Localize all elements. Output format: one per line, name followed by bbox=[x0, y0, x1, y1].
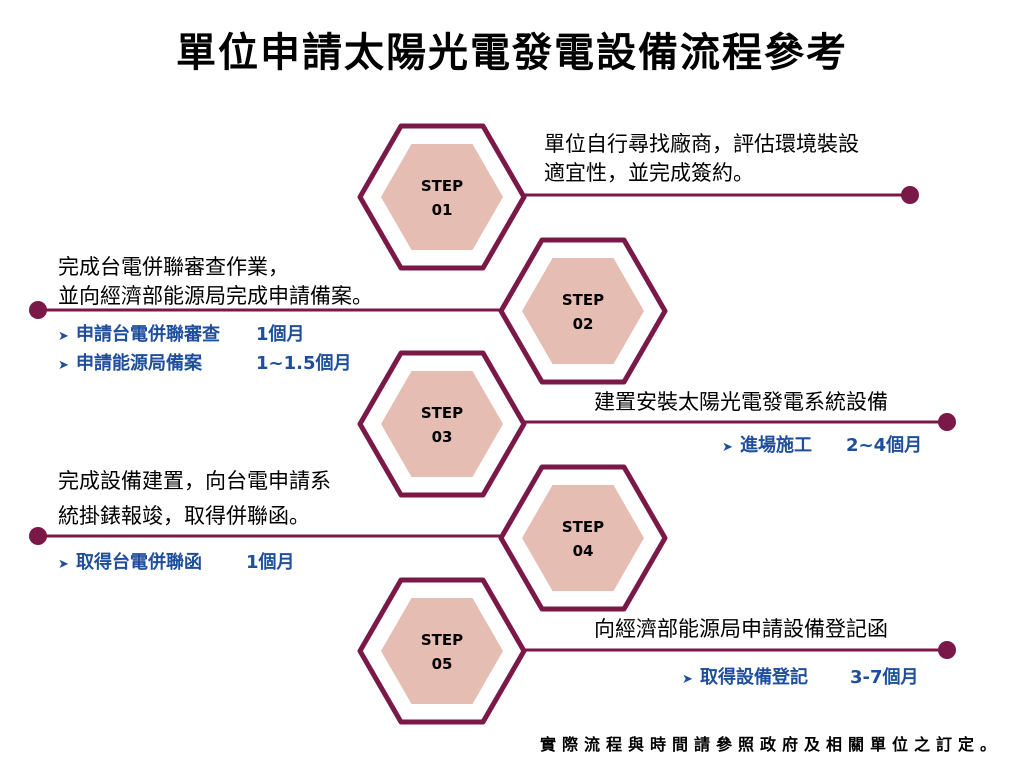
step-05-description: 向經濟部能源局申請設備登記函 bbox=[594, 615, 888, 644]
chevron-right-icon: ➤ bbox=[682, 672, 693, 687]
step-04-desc-line-2: 統掛錶報竣，取得併聯函。 bbox=[58, 504, 310, 528]
step-04-sub-1: ➤ 取得台電併聯函 1個月 bbox=[58, 549, 295, 579]
step-02-label-num: 02 bbox=[573, 315, 594, 333]
step-01-label-num: 01 bbox=[432, 201, 453, 219]
step-02-sub-1-text: 申請台電併聯審查 bbox=[76, 324, 220, 345]
step-02-hexagon: STEP 02 bbox=[498, 237, 668, 385]
step-04-hexagon: STEP 04 bbox=[498, 464, 668, 612]
step-01-dot bbox=[901, 186, 919, 204]
step-03-sub-1: ➤ 進場施工 2~4個月 bbox=[722, 432, 922, 462]
step-02-sub-2-text: 申請能源局備案 bbox=[76, 353, 202, 374]
step-05-sub-1-value: 3-7個月 bbox=[850, 667, 919, 688]
step-03-description: 建置安裝太陽光電發電系統設備 bbox=[594, 388, 888, 417]
step-01-label-top: STEP bbox=[421, 177, 463, 195]
step-03-sub-1-text: 進場施工 bbox=[740, 435, 812, 456]
step-02-sub-2-value: 1~1.5個月 bbox=[256, 353, 352, 374]
step-02-label-top: STEP bbox=[562, 291, 604, 309]
step-05-desc-line-1: 向經濟部能源局申請設備登記函 bbox=[594, 617, 888, 641]
chevron-right-icon: ➤ bbox=[722, 440, 733, 455]
step-03-desc-line-1: 建置安裝太陽光電發電系統設備 bbox=[594, 390, 888, 414]
step-04-desc-line-1: 完成設備建置，向台電申請系 bbox=[58, 469, 331, 493]
step-04-label-top: STEP bbox=[562, 518, 604, 536]
step-04-dot bbox=[29, 527, 47, 545]
step-02-description: 完成台電併聯審查作業， 並向經濟部能源局完成申請備案。 bbox=[58, 253, 373, 311]
step-03-label-num: 03 bbox=[432, 428, 453, 446]
step-01-desc-line-1: 單位自行尋找廠商，評估環境裝設 bbox=[544, 132, 859, 156]
step-02-desc-line-1: 完成台電併聯審查作業， bbox=[58, 255, 289, 279]
step-03-label-top: STEP bbox=[421, 404, 463, 422]
step-05-label-num: 05 bbox=[432, 655, 453, 673]
step-01-hexagon: STEP 01 bbox=[357, 123, 527, 271]
step-02-sub-1-value: 1個月 bbox=[256, 324, 305, 345]
step-04-label-num: 04 bbox=[573, 542, 594, 560]
step-05-dot bbox=[938, 641, 956, 659]
step-05-hexagon: STEP 05 bbox=[357, 577, 527, 725]
connector-lines bbox=[29, 186, 956, 659]
step-05-sub-1: ➤ 取得設備登記 3-7個月 bbox=[682, 664, 919, 694]
step-01-description: 單位自行尋找廠商，評估環境裝設 適宜性，並完成簽約。 bbox=[544, 130, 859, 188]
step-05-label-top: STEP bbox=[421, 631, 463, 649]
step-03-dot bbox=[938, 413, 956, 431]
chevron-right-icon: ➤ bbox=[58, 358, 69, 373]
step-02-sub-2: ➤ 申請能源局備案 1~1.5個月 bbox=[58, 350, 352, 380]
step-05-sub-1-text: 取得設備登記 bbox=[700, 667, 808, 688]
step-02-dot bbox=[29, 301, 47, 319]
step-03-hexagon: STEP 03 bbox=[357, 350, 527, 498]
step-02-sub-1: ➤ 申請台電併聯審查 1個月 bbox=[58, 321, 305, 351]
step-02-desc-line-2: 並向經濟部能源局完成申請備案。 bbox=[58, 284, 373, 308]
step-04-sub-1-value: 1個月 bbox=[246, 552, 295, 573]
step-04-description: 完成設備建置，向台電申請系 統掛錶報竣，取得併聯函。 bbox=[58, 467, 331, 531]
page-title: 單位申請太陽光電發電設備流程參考 bbox=[176, 30, 848, 76]
chevron-right-icon: ➤ bbox=[58, 557, 69, 572]
chevron-right-icon: ➤ bbox=[58, 329, 69, 344]
step-03-sub-1-value: 2~4個月 bbox=[846, 435, 923, 456]
step-01-desc-line-2: 適宜性，並完成簽約。 bbox=[544, 161, 754, 185]
step-04-sub-1-text: 取得台電併聯函 bbox=[76, 552, 202, 573]
footnote: 實際流程與時間請參照政府及相關單位之訂定。 bbox=[539, 735, 1002, 754]
